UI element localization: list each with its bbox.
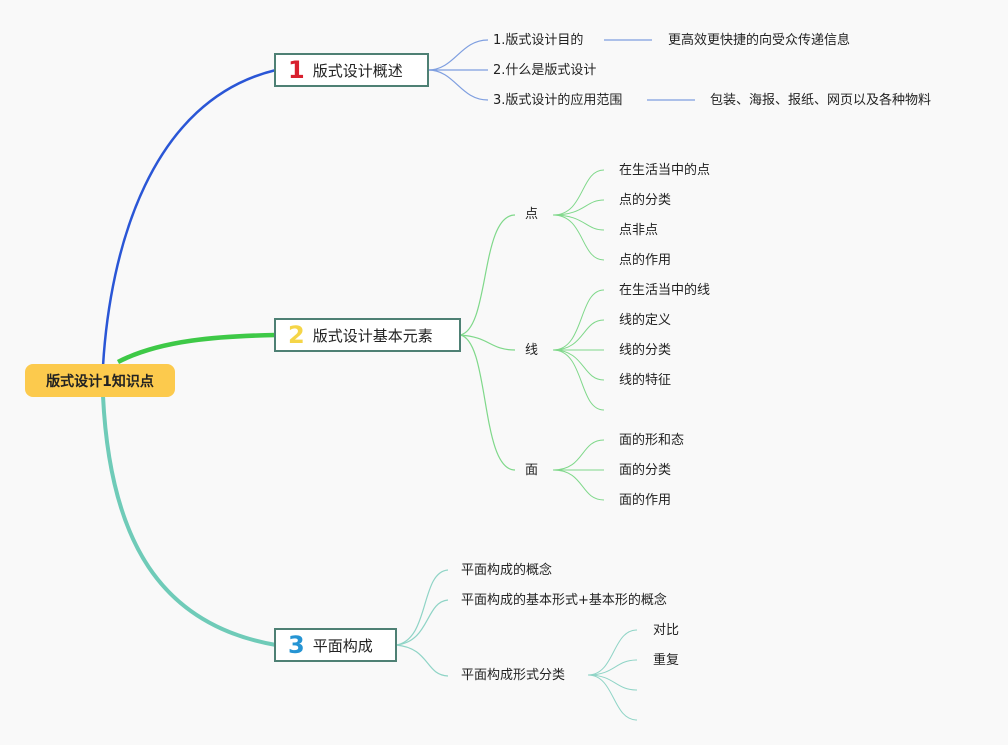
number-1-badge: 1 <box>288 56 305 84</box>
plane-item-1[interactable]: 面的形和态 <box>619 433 685 448</box>
topic-node-2[interactable]: 2 版式设计基本元素 <box>274 318 461 352</box>
t3-sub-item-2[interactable]: 重复 <box>653 653 680 668</box>
t3-sub-item-1[interactable]: 对比 <box>653 623 680 638</box>
topic-node-3[interactable]: 3 平面构成 <box>274 628 397 662</box>
line-item-4[interactable]: 线的特征 <box>619 373 672 388</box>
t2-group-line[interactable]: 线 <box>525 343 539 358</box>
branch-3-line <box>101 395 277 647</box>
plane-item-2[interactable]: 面的分类 <box>619 463 672 478</box>
t2-group-plane[interactable]: 面 <box>525 463 539 478</box>
line-item-2[interactable]: 线的定义 <box>619 313 672 328</box>
t1-item-1[interactable]: 1.版式设计目的 <box>493 33 584 48</box>
t2-group-line-3 <box>459 334 516 471</box>
topic-1-label: 版式设计概述 <box>312 61 403 80</box>
t3-sub-line-2 <box>395 599 449 646</box>
t1-item-2[interactable]: 2.什么是版式设计 <box>493 63 597 78</box>
t1-item-3-detail[interactable]: 包装、海报、报纸、网页以及各种物料 <box>710 93 932 108</box>
t1-item-3[interactable]: 3.版式设计的应用范围 <box>493 93 623 108</box>
dot-item-2[interactable]: 点的分类 <box>619 193 672 208</box>
t3-item-1[interactable]: 平面构成的概念 <box>461 563 553 578</box>
t2-group-line-1 <box>459 214 516 336</box>
line-item-3[interactable]: 线的分类 <box>619 343 672 358</box>
line-item-1[interactable]: 在生活当中的线 <box>619 283 711 298</box>
dot-item-1[interactable]: 在生活当中的点 <box>619 163 711 178</box>
t3-sub-line-3 <box>395 644 449 677</box>
t2-group-line-2 <box>459 334 516 351</box>
topic-2-label: 版式设计基本元素 <box>312 326 433 345</box>
t3-sub-line-1 <box>395 569 449 646</box>
t1-item-1-detail[interactable]: 更高效更快捷的向受众传递信息 <box>668 33 851 48</box>
t1-sub-line-3 <box>427 69 489 101</box>
root-node[interactable]: 版式设计1知识点 <box>25 364 175 397</box>
number-3-badge: 3 <box>288 631 305 659</box>
dot-item-3[interactable]: 点非点 <box>619 223 659 238</box>
t3-item-3[interactable]: 平面构成形式分类 <box>461 668 566 683</box>
t3-item-2[interactable]: 平面构成的基本形式+基本形的概念 <box>461 593 667 608</box>
topic-3-label: 平面构成 <box>312 636 373 655</box>
dot-item-4[interactable]: 点的作用 <box>619 253 672 268</box>
branch-2-line <box>116 332 277 364</box>
plane-item-3[interactable]: 面的作用 <box>619 493 672 508</box>
branch-1-line <box>101 68 277 367</box>
t1-sub-line-1 <box>427 39 489 71</box>
t2-group-dot[interactable]: 点 <box>525 207 539 222</box>
topic-node-1[interactable]: 1 版式设计概述 <box>274 53 429 87</box>
number-2-badge: 2 <box>288 321 305 349</box>
